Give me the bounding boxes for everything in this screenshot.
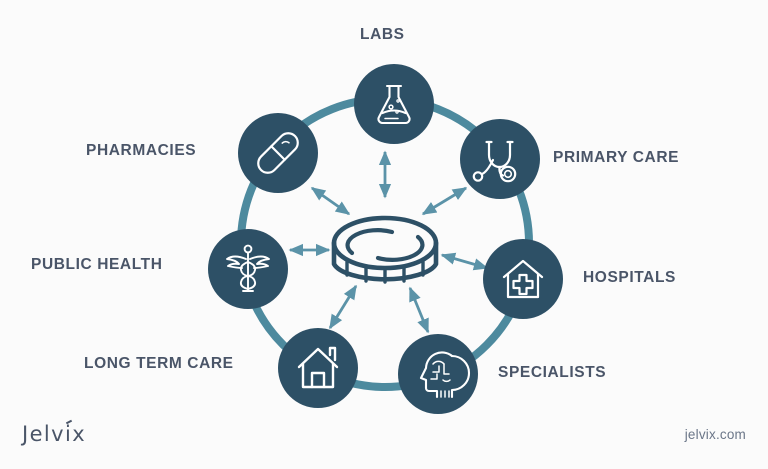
center-hub (331, 215, 439, 284)
node-long-term-care-circle[interactable] (278, 328, 358, 408)
label-long-term-care: LONG TERM CARE (84, 355, 234, 372)
node-specialists-circle[interactable] (398, 334, 478, 414)
arrow-center-primary-care (421, 186, 468, 216)
jelvix-logo: Jelvix (22, 424, 86, 445)
node-specialists[interactable] (398, 334, 478, 414)
jelvix-logo-part-1: Jelv (22, 422, 65, 446)
node-hospitals[interactable] (483, 239, 563, 319)
stethoscope-icon (472, 140, 517, 183)
node-pharmacies[interactable] (238, 113, 318, 193)
node-labs-circle[interactable] (354, 64, 434, 144)
node-primary-care[interactable] (460, 119, 540, 199)
arrow-center-pharmacies (310, 186, 351, 216)
node-long-term-care[interactable] (278, 328, 358, 408)
node-primary-care-circle[interactable] (460, 119, 540, 199)
data-coin-icon (331, 215, 439, 284)
spoke-arrows (288, 150, 489, 334)
label-specialists: SPECIALISTS (498, 364, 607, 381)
brain-head-icon (419, 351, 471, 399)
arrow-center-specialists (408, 286, 430, 334)
label-primary-care: PRIMARY CARE (553, 149, 680, 166)
flask-icon (377, 84, 411, 125)
arrow-center-long-term-care (328, 284, 358, 330)
node-labs[interactable] (354, 64, 434, 144)
label-hospitals: HOSPITALS (583, 269, 676, 286)
label-public-health: PUBLIC HEALTH (31, 256, 163, 273)
arrow-center-hospitals (440, 252, 489, 271)
node-public-health[interactable] (208, 229, 288, 309)
home-icon (297, 346, 339, 389)
jelvix-logo-accent-i: i (64, 422, 73, 446)
label-labs: LABS (360, 26, 405, 43)
node-hospitals-circle[interactable] (483, 239, 563, 319)
label-pharmacies: PHARMACIES (86, 142, 197, 159)
caduceus-icon (226, 244, 270, 292)
jelvix-logo-part-2: x (72, 422, 87, 446)
hospital-house-icon (502, 259, 544, 299)
pill-capsule-icon (257, 132, 299, 174)
jelvix-website-url: jelvix.com (684, 427, 746, 442)
